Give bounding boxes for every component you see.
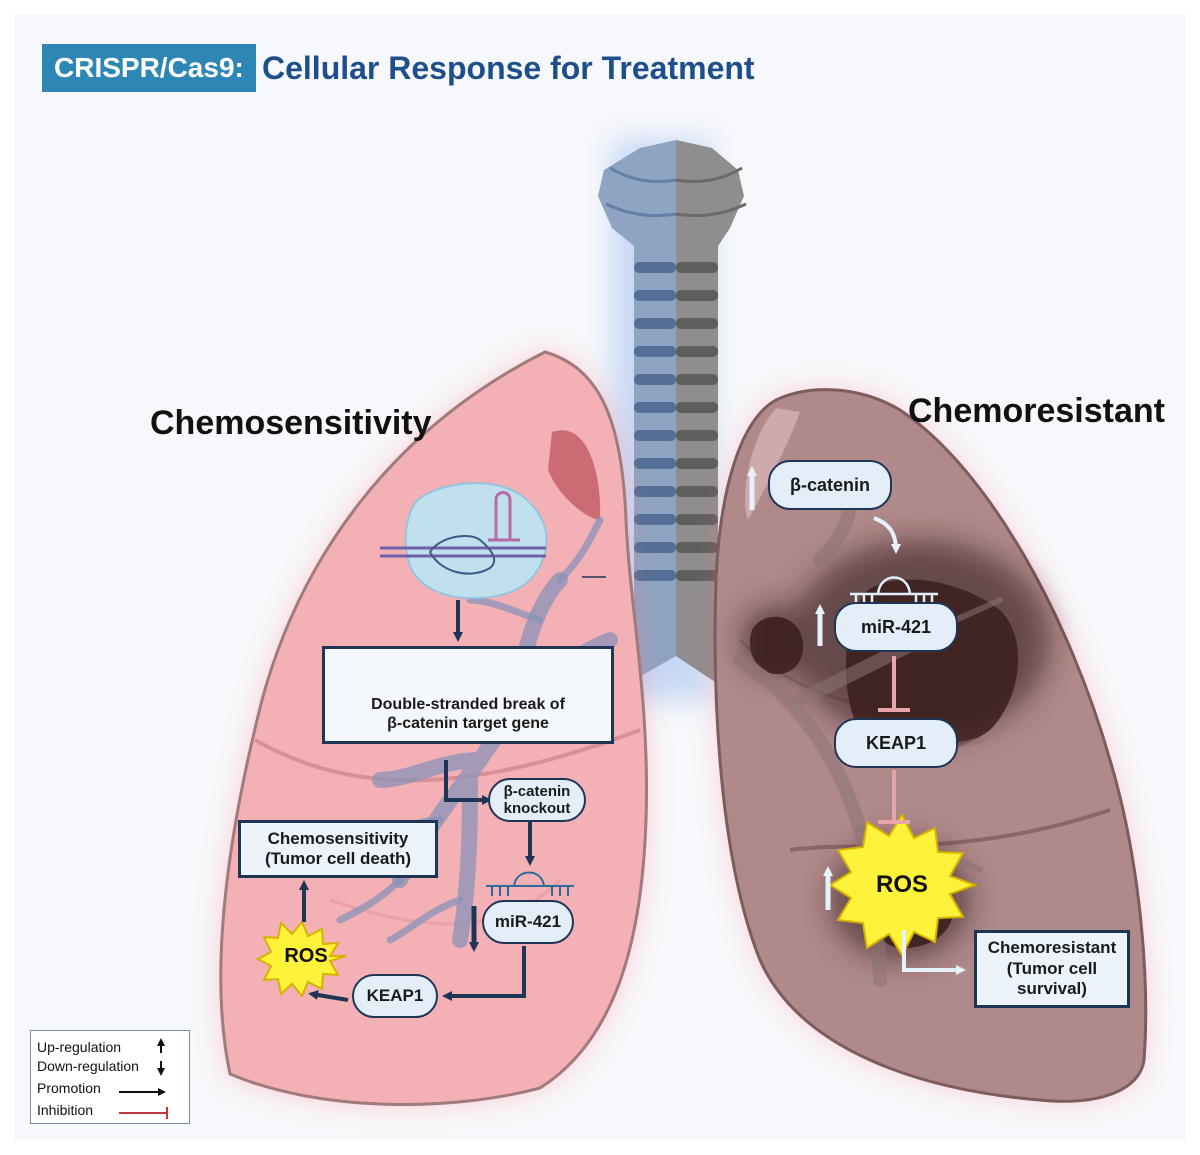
right-keap1-node: KEAP1 <box>834 718 958 768</box>
trachea-left <box>598 140 677 680</box>
right-heading: Chemoresistant <box>908 392 1165 430</box>
legend-symbols <box>119 1038 168 1119</box>
legend: Up-regulation Down-regulation Promotion … <box>30 1030 190 1124</box>
left-arrows <box>299 600 535 1002</box>
left-keap1-node: KEAP1 <box>352 974 438 1018</box>
inhibition-links <box>878 656 910 824</box>
title-badge: CRISPR/Cas9: <box>42 44 256 92</box>
right-ros-label: ROS <box>875 871 928 898</box>
catenin-knockout-node: β-catenin knockout <box>488 778 586 822</box>
ros-burst-left <box>255 920 347 998</box>
left-heading: Chemosensitivity <box>150 404 432 442</box>
left-ros-label: ROS <box>284 945 328 967</box>
mirna-hairpin-icon <box>850 576 938 606</box>
legend-inhibition-label: Inhibition <box>37 1102 94 1118</box>
right-catenin-node: β-catenin <box>768 460 892 510</box>
cas9-complex-icon <box>380 482 548 600</box>
legend-promotion-label: Promotion <box>37 1080 101 1096</box>
legend-up-label: Up-regulation <box>37 1039 122 1055</box>
left-outcome-box: Chemosensitivity (Tumor cell death) <box>238 820 438 878</box>
trachea-right <box>675 140 754 684</box>
inhibition-bar-icon <box>119 1107 168 1119</box>
page-title: Cellular Response for Treatment <box>262 50 755 86</box>
left-mir421-node: miR-421 <box>482 900 574 944</box>
dsb-label: Double-stranded break of β-catenin targe… <box>371 696 565 733</box>
legend-down-label: Down-regulation <box>37 1058 139 1074</box>
right-outcome-box: Chemoresistant (Tumor cell survival) <box>974 930 1130 1008</box>
right-mir421-node: miR-421 <box>834 602 958 652</box>
mirna-hairpin-icon <box>486 871 574 896</box>
right-arrows <box>747 466 966 975</box>
dsb-box: Double-stranded break of β-catenin targe… <box>322 646 614 744</box>
